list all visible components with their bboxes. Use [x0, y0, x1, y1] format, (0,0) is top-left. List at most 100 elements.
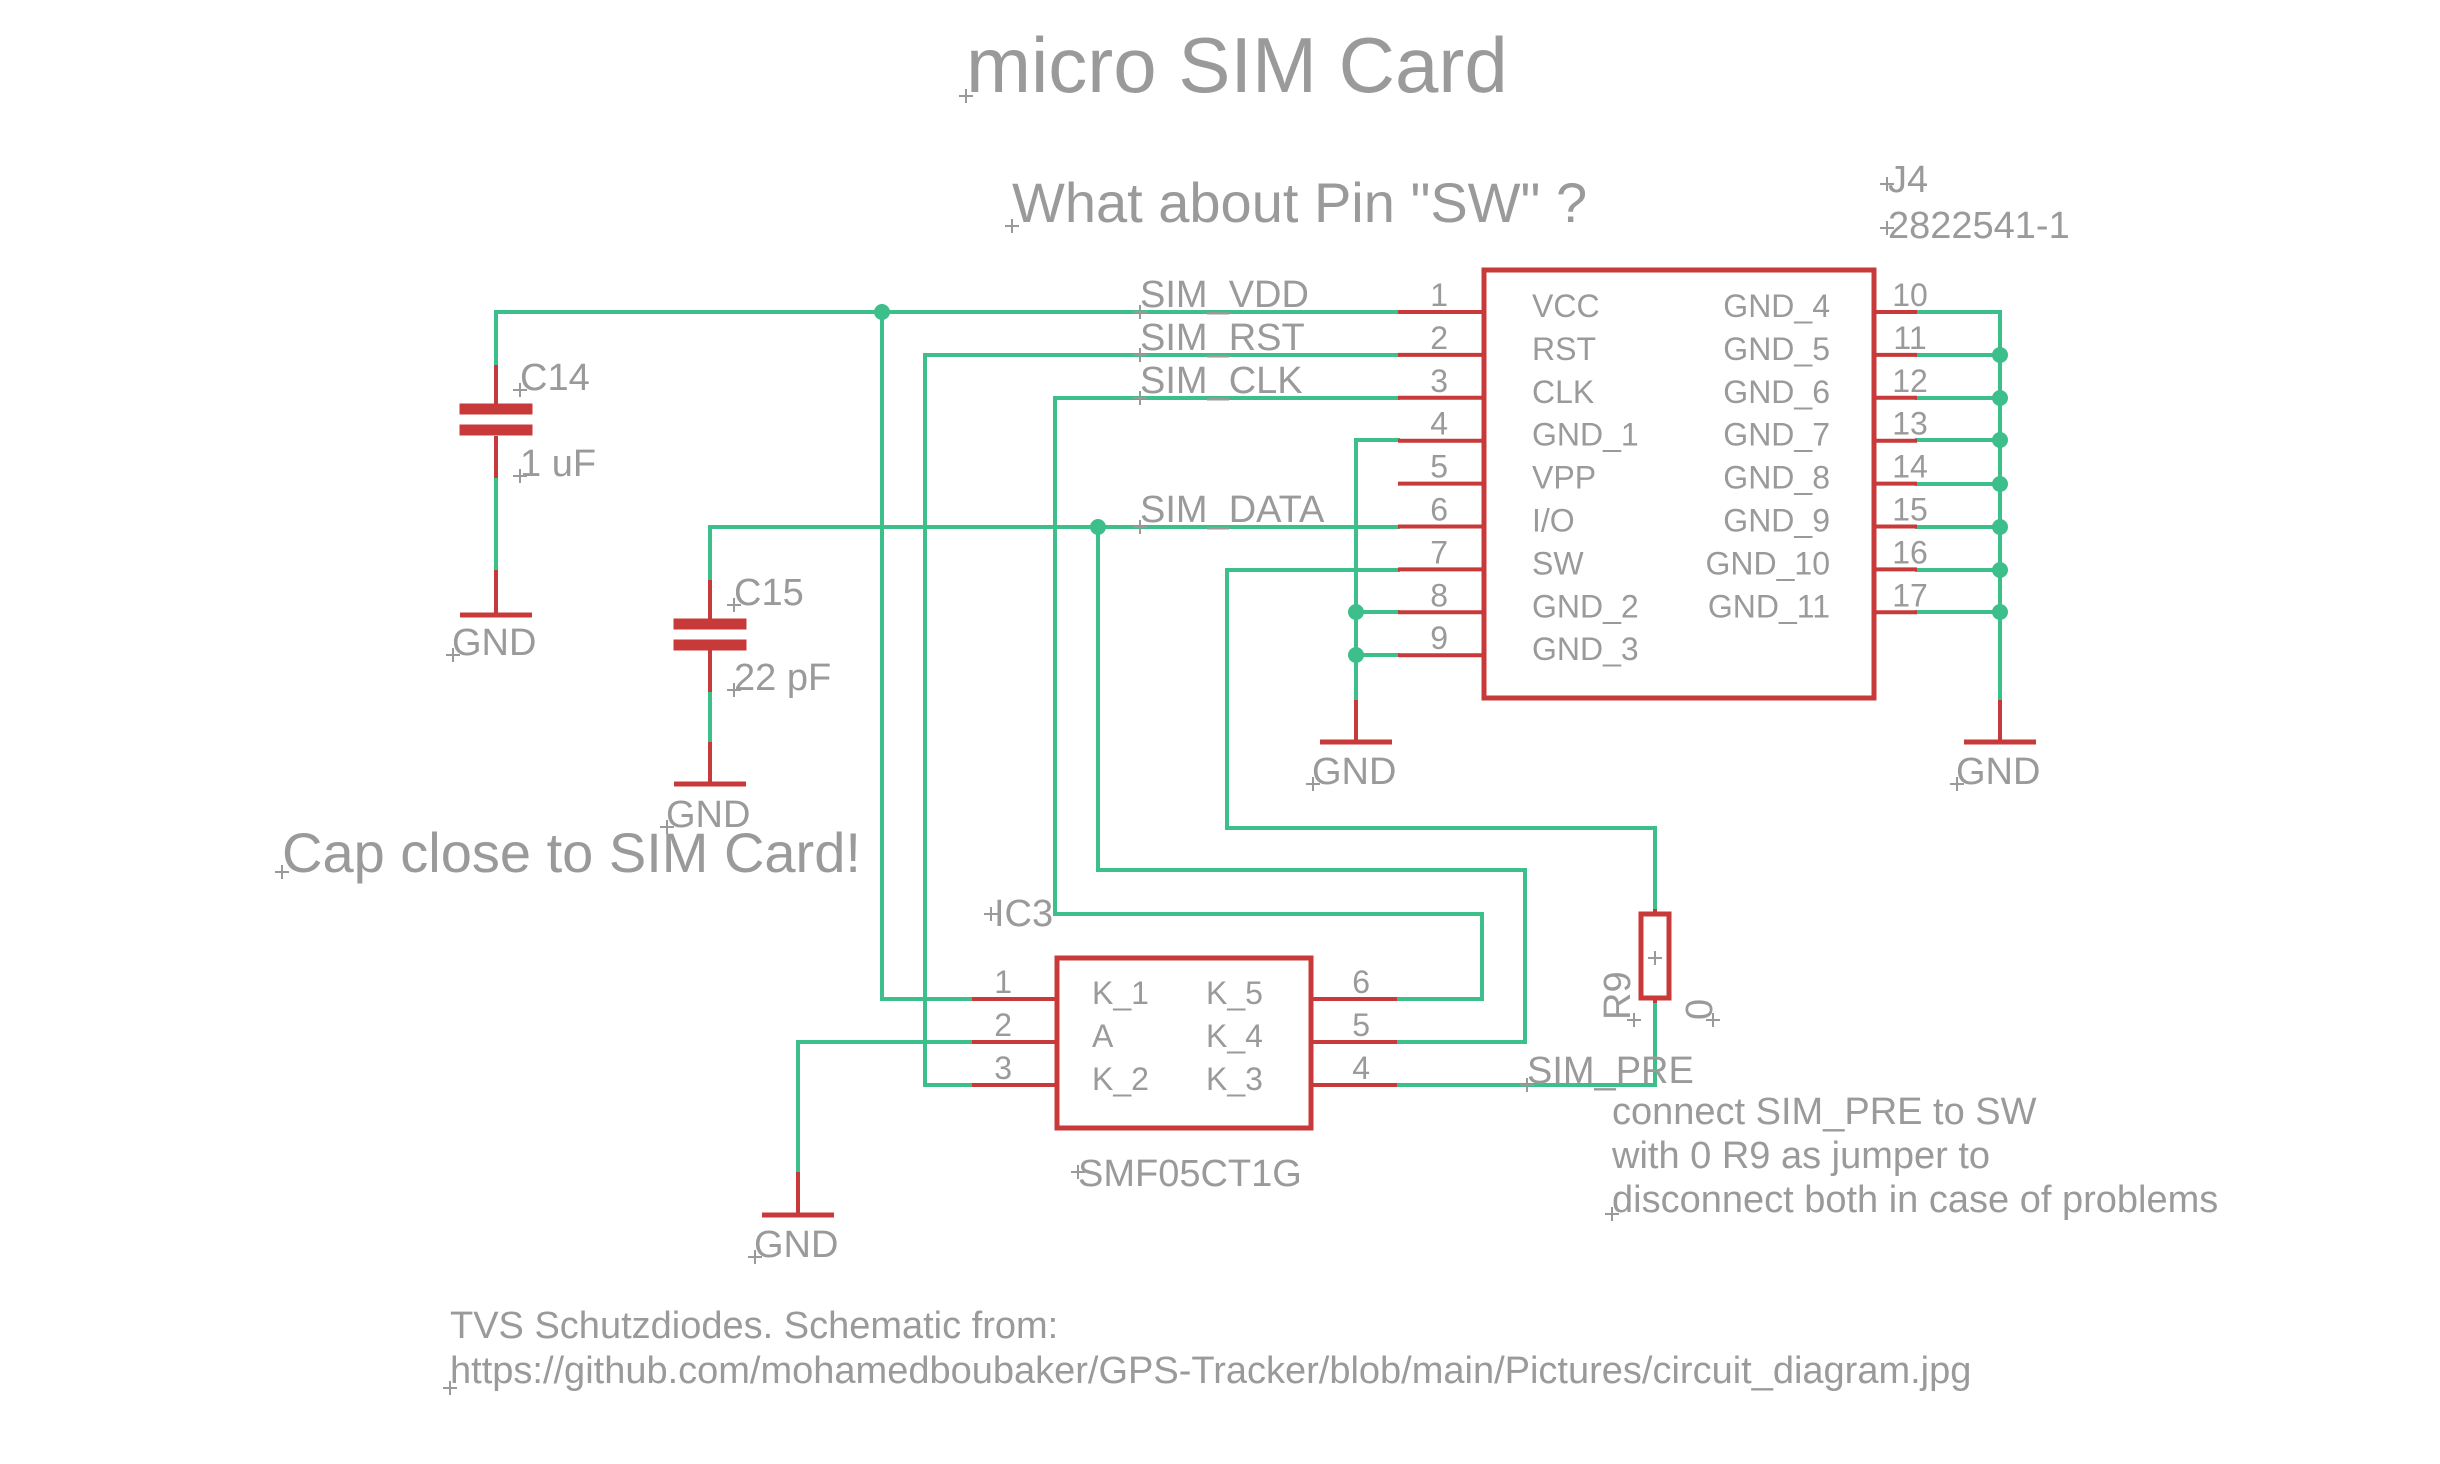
gnd-label: GND: [666, 794, 750, 836]
connector-pin-number: 15: [1892, 492, 1928, 528]
connector-pin-name: GND_10: [1706, 545, 1831, 581]
gnd-symbol-connector-right: GND: [1950, 700, 2040, 793]
gnd-symbol-connector-left: GND: [1306, 700, 1396, 793]
ic3-value: SMF05CT1G: [1078, 1153, 1302, 1195]
wires: [494, 310, 2002, 1217]
wire-sim-vdd: [494, 310, 1400, 367]
question-note: What about Pin "SW" ?: [1012, 171, 1587, 234]
jumper-note-line-1: connect SIM_PRE to SW: [1612, 1091, 2037, 1133]
gnd-symbol-c15: GND: [660, 742, 750, 836]
r9-name: R9: [1597, 971, 1639, 1020]
connector-pin-name: RST: [1532, 331, 1596, 367]
connector-pin-number: 4: [1430, 406, 1448, 442]
ic3-name: IC3: [994, 893, 1053, 935]
connector-value: 2822541-1: [1888, 205, 2070, 247]
connector-pin-name: VCC: [1532, 288, 1600, 324]
connector-pin-name: GND_9: [1723, 503, 1830, 539]
wire-gnd-right: [1915, 310, 2002, 744]
wire-sim-rst: [923, 353, 1400, 1087]
connector-pin-name: GND_1: [1532, 417, 1639, 453]
junction-gnd-pin17: [1992, 604, 2008, 620]
gnd-symbols: GND GND GND GND GND: [446, 570, 2040, 1266]
wire-ic3-a-gnd: [796, 1040, 974, 1217]
ic3-pin-number: 1: [994, 964, 1012, 1000]
ic3-pin-name: K_1: [1092, 975, 1149, 1011]
junctions: [874, 304, 2008, 663]
connector-pin-number: 2: [1430, 320, 1448, 356]
wire-sim-clk: [1053, 396, 1484, 1001]
page-title: micro SIM Card: [966, 21, 1508, 109]
connector-pin-number: 11: [1893, 320, 1926, 356]
gnd-label: GND: [452, 622, 536, 664]
ic3-pin-name: K_5: [1206, 975, 1263, 1011]
connector-pin-name: GND_5: [1723, 331, 1830, 367]
junction-gnd-pin15: [1992, 519, 2008, 535]
c15-name: C15: [734, 572, 804, 614]
ic3-pin-number: 3: [994, 1050, 1012, 1086]
connector-pin-number: 3: [1430, 363, 1448, 399]
connector-pin-name: GND_2: [1532, 588, 1639, 624]
wire-data-to-ic3-pin5: [1096, 525, 1527, 1044]
connector-pin-number: 1: [1430, 277, 1448, 313]
junction-gnd-pin12: [1992, 390, 2008, 406]
jumper-note-line-3: disconnect both in case of problems: [1612, 1179, 2218, 1221]
wire-r9-sim-pre: [1395, 1001, 1657, 1087]
ic3-pin-number: 4: [1352, 1050, 1370, 1086]
gnd-label: GND: [1956, 751, 2040, 793]
connector-pin-number: 16: [1892, 534, 1928, 570]
connector-pin-name: SW: [1532, 545, 1584, 581]
footer-line-2: https://github.com/mohamedboubaker/GPS-T…: [450, 1350, 1971, 1392]
ic3-pin-number: 6: [1352, 964, 1370, 1000]
jumper-note-line-2: with 0 R9 as jumper to: [1611, 1135, 1990, 1177]
connector-pin-number: 17: [1892, 577, 1928, 613]
wire-sw-r9: [1225, 568, 1657, 911]
junction-gnd-pin9: [1348, 647, 1364, 663]
connector-pin-number: 7: [1430, 534, 1448, 570]
ic3-pin-name: K_2: [1092, 1061, 1149, 1097]
junction-gnd-pin14: [1992, 476, 2008, 492]
r9-value: 0: [1679, 999, 1721, 1020]
connector-pin-number: 14: [1892, 449, 1928, 485]
resistor-r9: R9 0: [1597, 909, 1721, 1027]
connector-pin-number: 10: [1892, 277, 1928, 313]
c15-value: 22 pF: [734, 657, 831, 699]
c14-name: C14: [520, 357, 590, 399]
connector-pin-number: 13: [1892, 406, 1928, 442]
capacitor-c14: C14 1 uF: [459, 357, 596, 485]
connector-pin-name: GND_6: [1723, 374, 1830, 410]
cap-placement-note: Cap close to SIM Card!: [282, 821, 861, 884]
connector-pin-name: CLK: [1532, 374, 1594, 410]
annotations: micro SIM Card What about Pin "SW" ? Cap…: [275, 21, 2218, 1395]
junction-gnd-pin16: [1992, 562, 2008, 578]
ic3-pin-name: K_3: [1206, 1061, 1263, 1097]
net-labels: SIM_VDD SIM_RST SIM_CLK SIM_DATA SIM_PRE: [1133, 274, 1694, 1092]
connector-pin-name: GND_11: [1708, 588, 1830, 624]
connector-pin-name: GND_8: [1723, 460, 1830, 496]
net-label-sim-vdd: SIM_VDD: [1140, 274, 1309, 316]
junction-gnd-pin11: [1992, 347, 2008, 363]
ic3-pin-number: 5: [1352, 1007, 1370, 1043]
connector-pin-name: VPP: [1532, 460, 1596, 496]
connector-pin-number: 9: [1430, 620, 1448, 656]
ic3-pin-number: 2: [994, 1007, 1012, 1043]
junction-gnd-pin8: [1348, 604, 1364, 620]
connector-pin-name: I/O: [1532, 503, 1575, 539]
wire-gnd-left: [1354, 438, 1400, 744]
connector-pin-name: GND_4: [1723, 288, 1830, 324]
c14-value: 1 uF: [520, 443, 596, 485]
wire-sim-data: [708, 525, 1400, 582]
net-label-sim-clk: SIM_CLK: [1140, 360, 1303, 402]
ic3-pin-name: A: [1092, 1018, 1114, 1054]
net-label-sim-pre: SIM_PRE: [1527, 1050, 1694, 1092]
connector-pin-name: GND_7: [1723, 417, 1830, 453]
gnd-symbol-c14: GND: [446, 570, 536, 664]
junction-gnd-pin13: [1992, 432, 2008, 448]
junction-data: [1090, 519, 1106, 535]
net-label-sim-data: SIM_DATA: [1140, 489, 1325, 531]
footer-line-1: TVS Schutzdiodes. Schematic from:: [450, 1305, 1058, 1347]
